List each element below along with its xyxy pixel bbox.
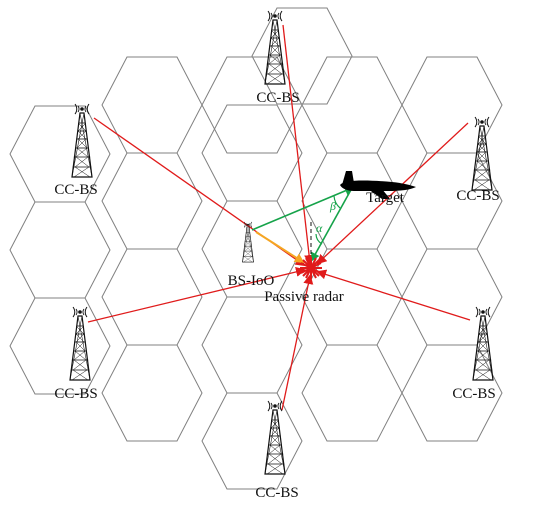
hex-cell <box>9 201 111 299</box>
cc-link-lower-right <box>316 269 471 321</box>
antenna-tower-icon <box>71 103 93 178</box>
cc-link-top <box>282 24 315 265</box>
hex-cell <box>201 392 303 490</box>
hex-cell <box>301 344 403 442</box>
hex-cell <box>9 297 111 395</box>
illumination-path-arrow <box>251 186 354 231</box>
hex-cell <box>201 296 303 394</box>
antenna-tower-icon <box>264 10 286 85</box>
cc-bs-label-top: CC-BS <box>256 90 299 106</box>
cc-bs-label-bottom: CC-BS <box>255 485 298 501</box>
target-path <box>251 186 354 262</box>
aircraft-icon <box>340 171 416 199</box>
direct-path-arrow <box>255 231 305 264</box>
cc-bs-label-lower-right: CC-BS <box>452 386 495 402</box>
hex-cell <box>101 152 203 250</box>
cc-link-bottom <box>281 274 314 411</box>
hex-cell <box>301 56 403 154</box>
cc-bs-label-upper-left: CC-BS <box>54 182 97 198</box>
cc-bs-label-lower-left: CC-BS <box>54 386 97 402</box>
alpha-angle-arc <box>315 233 323 245</box>
cc-link-lower-left <box>87 267 306 323</box>
hex-cell <box>101 56 203 154</box>
antenna-tower-icon <box>264 400 286 475</box>
cc-link-upper-right <box>316 122 469 265</box>
echo-path-arrow <box>311 187 353 262</box>
hex-cell <box>251 7 353 105</box>
hex-cell <box>101 344 203 442</box>
passive-radar-label: Passive radar <box>264 289 344 305</box>
bs-ioo-label: BS-IoO <box>228 273 275 289</box>
alpha-label: α <box>316 221 323 235</box>
radar-star-icon <box>300 257 322 279</box>
antenna-tower-icon <box>69 306 91 381</box>
target-label: Target <box>366 190 405 206</box>
cc-bs-label-upper-right: CC-BS <box>456 188 499 204</box>
hex-cell <box>201 56 303 154</box>
hex-grid <box>9 7 503 490</box>
hex-cell <box>201 104 303 202</box>
hex-cell <box>101 248 203 346</box>
beta-angle-arc <box>333 195 341 209</box>
beta-label: β <box>329 199 336 213</box>
cc-links <box>87 24 471 411</box>
